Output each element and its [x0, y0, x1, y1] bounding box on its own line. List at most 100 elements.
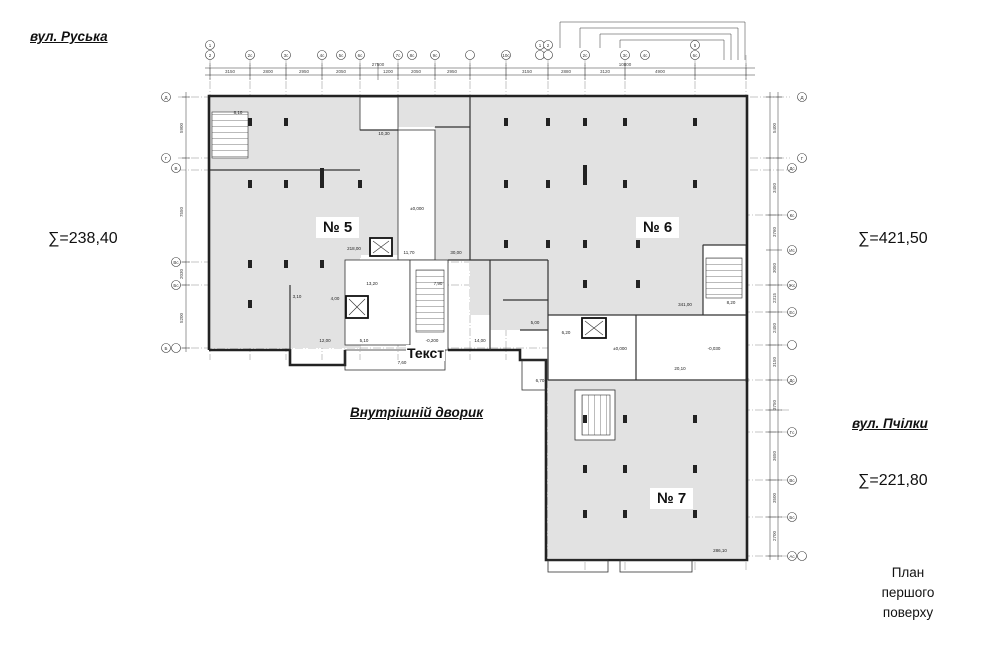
dim-right-9: 3650	[772, 450, 777, 461]
room-area: 14,00	[474, 338, 486, 343]
room-area: 5,10	[360, 338, 369, 343]
dimension-labels: 27500 10800 3150 2800 2950 2050 1200 205…	[179, 62, 777, 541]
unit-6-label: № 6	[636, 217, 680, 238]
room-area: 3,10	[293, 294, 302, 299]
axis-tr-2c: 2с	[583, 53, 589, 58]
room-area: 12,00	[319, 338, 331, 343]
axis-left-bc: Бс	[173, 283, 179, 288]
axis-tr-5: 5	[694, 43, 697, 48]
dim-right-8: 3750	[772, 399, 777, 410]
street-label-ruska: вул. Руська	[30, 29, 108, 44]
axis-right-kc: Кс	[790, 213, 796, 218]
level-mark: -0,030	[708, 346, 721, 351]
axis-right-zhc: Жс	[789, 283, 796, 288]
structural-columns	[248, 118, 697, 518]
right-dimension-chain	[766, 92, 782, 560]
room-area: 8,20	[727, 300, 736, 305]
interior-walls	[210, 97, 746, 381]
level-mark: ±0,000	[613, 346, 627, 351]
axis-top-4c: 4с	[320, 53, 326, 58]
dim-right-4: 3050	[772, 262, 777, 273]
axis-top-8c: 8с	[410, 53, 416, 58]
dim-right-3: 3760	[772, 226, 777, 237]
room-area: 286,10	[713, 548, 727, 553]
level-mark: -0,200	[426, 338, 439, 343]
axis-left-b: Б	[165, 346, 168, 351]
axis-bubbles-top	[205, 40, 700, 60]
room-area-labels: 8,10 10,30 218,00 11,70 13,20 7,90 30,00…	[234, 110, 736, 553]
dim-right-5: 2315	[772, 292, 777, 303]
dim-left-4: 5200	[179, 312, 184, 323]
top-dimension-chain	[205, 63, 755, 80]
left-dimension-chain	[182, 92, 190, 352]
unit-7-label: № 7	[650, 488, 694, 509]
axis-left-v: В	[174, 166, 177, 171]
unit-5-label: № 5	[316, 217, 360, 238]
room-area: 218,00	[347, 246, 361, 251]
dim-top-r1: 2880	[561, 69, 572, 74]
overlay-text: Текст	[406, 345, 446, 361]
axis-top-9c: 9с	[433, 53, 439, 58]
dim-top-2: 2800	[263, 69, 274, 74]
axis-left-vc: Вс	[173, 260, 179, 265]
axis-right-ic: Ис	[789, 248, 795, 253]
dim-right-7: 3150	[772, 356, 777, 367]
axis-right-ec: Ес	[789, 310, 795, 315]
room-area: 10,30	[378, 131, 390, 136]
dim-top-overall-right: 10800	[619, 62, 632, 67]
axis-left-d: Д	[164, 95, 167, 100]
total-area-unit-7: ∑=221,80	[858, 472, 928, 489]
axis-tr-1: 1	[539, 43, 542, 48]
courtyard-label: Внутрішній дворик	[350, 405, 484, 420]
axis-top-6c: 6с	[358, 53, 364, 58]
axis-right-dc2: Дс	[789, 378, 795, 383]
axis-right-gc: Гс	[790, 430, 795, 435]
axis-tr-2: 2	[547, 43, 550, 48]
dim-right-2: 3450	[772, 182, 777, 193]
total-area-unit-5: ∑=238,40	[48, 230, 118, 247]
dim-top-r2: 3120	[600, 69, 611, 74]
axis-right-d: Д	[800, 95, 803, 100]
axis-top-2: 2	[209, 53, 212, 58]
axis-right-ac: Ас	[789, 554, 795, 559]
dim-top-6: 2050	[411, 69, 422, 74]
axis-right-bc: Бс	[789, 515, 795, 520]
dim-right-11: 2700	[772, 530, 777, 541]
axis-right-dc: Дс	[789, 166, 795, 171]
axis-tr-4c: 4с	[643, 53, 649, 58]
room-area: 13,20	[366, 281, 378, 286]
dim-top-8: 3150	[522, 69, 533, 74]
dim-right-1: 5400	[772, 122, 777, 133]
room-area: 5,00	[531, 320, 540, 325]
plan-title: План першого поверху	[868, 563, 948, 623]
dim-top-5: 1200	[383, 69, 394, 74]
axis-right-g: Г	[801, 156, 804, 161]
total-area-unit-6: ∑=421,50	[858, 230, 928, 247]
room-area: 6,70	[536, 378, 545, 383]
dim-top-overall-left: 27500	[372, 62, 385, 67]
plan-title-line-2: першого	[881, 585, 935, 600]
axis-tr-3c: 3с	[623, 53, 629, 58]
level-mark: ±0,000	[410, 206, 424, 211]
room-area: 7,90	[434, 281, 443, 286]
room-area: 30,00	[450, 250, 462, 255]
axis-top-2c: 2с	[248, 53, 254, 58]
axis-bubbles-sides	[161, 92, 807, 561]
axis-top-5c: 5с	[339, 53, 345, 58]
top-right-leaders	[559, 21, 746, 60]
room-area: 7,60	[398, 360, 407, 365]
plan-title-line-3: поверху	[882, 605, 934, 620]
plan-title-line-1: План	[891, 565, 925, 580]
axis-top-3c: 3с	[284, 53, 290, 58]
axis-right-vc: Вс	[789, 478, 795, 483]
axis-top-1: 1	[209, 43, 212, 48]
dim-top-3: 2950	[299, 69, 310, 74]
axis-top-7c: 7с	[396, 53, 402, 58]
dim-left-2: 7550	[179, 206, 184, 217]
room-area: 341,00	[678, 302, 692, 307]
axis-left-g: Г	[165, 156, 168, 161]
dim-left-3: 2030	[179, 268, 184, 279]
dim-top-1: 3150	[225, 69, 236, 74]
dim-top-7: 2950	[447, 69, 458, 74]
